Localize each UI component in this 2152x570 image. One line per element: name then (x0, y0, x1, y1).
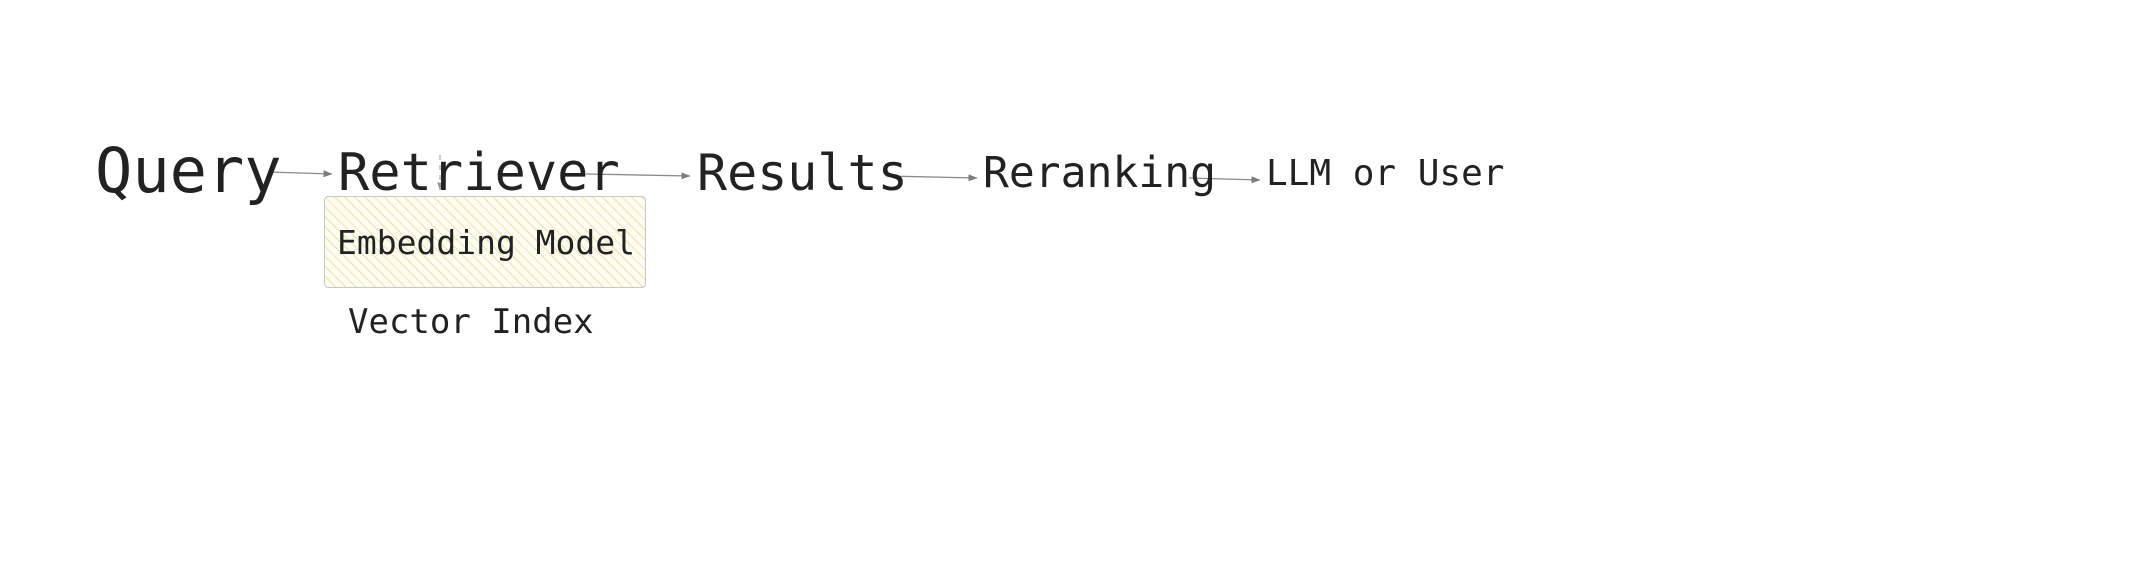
pipeline-node-retriever[interactable]: Retriever (338, 143, 620, 203)
embedding-model-label: Embedding Model (337, 222, 636, 262)
embedding-model-box[interactable]: Embedding Model (324, 196, 646, 288)
pipeline-node-llm-or-user[interactable]: LLM or User (1266, 153, 1505, 194)
pipeline-node-results[interactable]: Results (697, 144, 908, 202)
pipeline-node-query[interactable]: Query (95, 134, 282, 207)
vector-index-caption: Vector Index (348, 302, 594, 342)
pipeline-node-reranking[interactable]: Reranking (983, 148, 1216, 198)
